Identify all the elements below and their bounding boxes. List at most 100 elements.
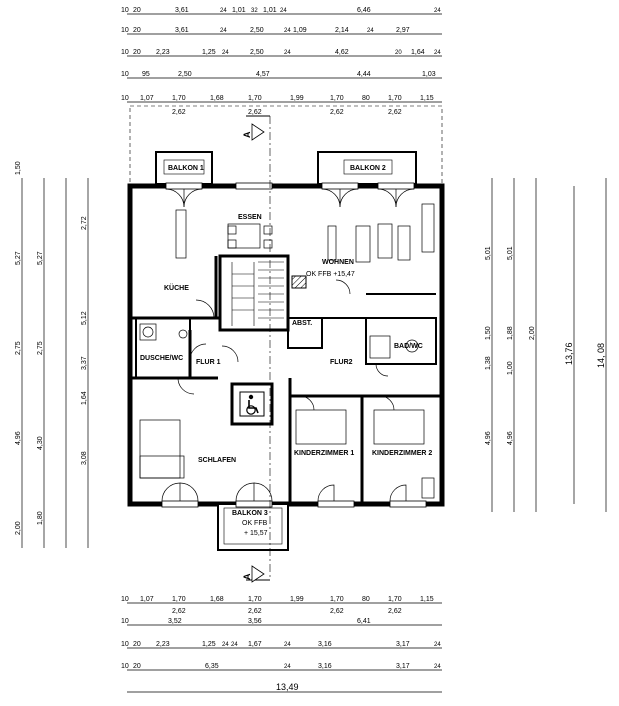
dim-label: 1,70 [172, 596, 186, 603]
right-dim-labels: 5,01 1,50 1,38 4,96 5,01 1,88 2,00 1,00 … [485, 246, 536, 445]
dim-label: 2,50 [178, 71, 192, 78]
dim-label: 2,62 [330, 109, 344, 116]
dim-label: 1,70 [330, 95, 344, 102]
bottom-dim-row-2: 10 3,52 3,56 6,41 [121, 618, 371, 625]
dim-label: 1,25 [202, 49, 216, 56]
dim-label: 1,38 [485, 356, 492, 370]
dim-label: 10 [121, 49, 129, 56]
dim-label: 1,50 [485, 326, 492, 340]
total-depth-outer-label: 14, 08 [596, 343, 606, 368]
dim-label: 10 [121, 641, 129, 648]
dim-label: 10 [121, 7, 129, 14]
room-label-essen: ESSEN [238, 214, 262, 221]
dim-label: 3,17 [396, 641, 410, 648]
dim-label: 20 [133, 7, 141, 14]
room-label-kueche: KÜCHE [164, 283, 189, 292]
dim-label: 1,99 [290, 596, 304, 603]
dim-label: 3,61 [175, 7, 189, 14]
dim-label: 4,57 [256, 71, 270, 78]
room-label-dusche-wc: DUSCHE/WC [140, 355, 183, 362]
dim-label: 3,52 [168, 618, 182, 625]
dim-label: 20 [133, 27, 141, 34]
dim-label: 6,35 [205, 663, 219, 670]
room-label-flur-2: FLUR2 [330, 359, 353, 366]
room-label-abst: ABST. [292, 320, 312, 327]
dim-label: 1,09 [293, 27, 307, 34]
balcony-2: BALKON 2 [317, 151, 417, 185]
room-label-kinderzimmer-1: KINDERZIMMER 1 [294, 450, 354, 457]
dim-label: 20 [133, 641, 141, 648]
dim-label: 2,14 [335, 27, 349, 34]
dim-label: 2,00 [529, 326, 536, 340]
dim-label: 6,46 [357, 7, 371, 14]
dim-label: 24 [434, 50, 441, 56]
room-label-balkon-1: BALKON 1 [168, 165, 204, 172]
level-label: OK FFB [242, 520, 268, 527]
dim-label: 10 [121, 95, 129, 102]
dim-label: 1,50 [15, 161, 22, 175]
room-label-kinderzimmer-2: KINDERZIMMER 2 [372, 450, 432, 457]
left-dimension-chains [21, 178, 89, 548]
dim-label: 2,23 [156, 641, 170, 648]
level-value: + 15,57 [244, 530, 268, 537]
right-dimension-chains [491, 178, 607, 512]
dim-label: 5,01 [507, 246, 514, 260]
dim-label: 10 [121, 596, 129, 603]
dim-label: 80 [362, 596, 370, 603]
top-dim-row-5: 10 1,07 1,70 1,68 1,70 1,99 1,70 80 1,70… [121, 95, 434, 116]
overall-width-label: 13,49 [276, 682, 299, 692]
top-dim-row-3: 10 20 2,23 1,25 24 2,50 24 4,62 20 1,64 … [121, 49, 441, 56]
dim-label: 1,64 [81, 391, 88, 405]
dim-label: 1,70 [388, 596, 402, 603]
dim-label: 1,07 [140, 596, 154, 603]
balcony-3: BALKON 3 OK FFB + 15,57 [217, 503, 289, 551]
dim-label: 10 [121, 663, 129, 670]
dim-label: 24 [284, 664, 291, 670]
dim-label: 10 [121, 618, 129, 625]
dim-label: 4,62 [335, 49, 349, 56]
dim-label: 80 [362, 95, 370, 102]
top-dim-row-2: 10 20 3,61 24 2,50 24 1,09 2,14 24 2,97 [121, 27, 410, 34]
dim-label: 5,01 [485, 246, 492, 260]
dim-label: 24 [434, 642, 441, 648]
section-marker-top: A [242, 131, 252, 138]
dim-label: 2,62 [388, 608, 402, 615]
dim-label: 2,50 [250, 27, 264, 34]
dim-label: 1,07 [140, 95, 154, 102]
dim-label: 1,68 [210, 596, 224, 603]
dim-label: 3,16 [318, 663, 332, 670]
dim-label: 2,62 [248, 109, 262, 116]
bottom-dim-row-1: 10 1,07 1,70 1,68 1,70 1,99 1,70 80 1,70… [121, 596, 434, 615]
dim-label: 1,15 [420, 95, 434, 102]
dim-label: 1,70 [172, 95, 186, 102]
dim-label: 1,70 [388, 95, 402, 102]
dim-label: 1,70 [330, 596, 344, 603]
dim-label: 24 [220, 8, 227, 14]
dim-label: 95 [142, 71, 150, 78]
section-line-a [246, 115, 271, 583]
dim-label: 1,00 [507, 361, 514, 375]
dim-label: 3,61 [175, 27, 189, 34]
total-depth-inner-label: 13,76 [564, 342, 574, 365]
dim-label: 2,72 [81, 216, 88, 230]
room-label-balkon-3: BALKON 3 [232, 510, 268, 517]
dim-label: 4,96 [507, 431, 514, 445]
dim-label: 24 [434, 664, 441, 670]
dim-label: 2,62 [330, 608, 344, 615]
dim-label: 1,70 [248, 596, 262, 603]
furniture [139, 203, 435, 499]
top-dim-row-1: 10 20 3,61 24 1,01 32 1,01 24 6,46 24 [121, 7, 441, 14]
room-label-schlafen: SCHLAFEN [198, 457, 236, 464]
dim-label: 2,50 [250, 49, 264, 56]
dim-label: 2,23 [156, 49, 170, 56]
dim-label: 1,03 [422, 71, 436, 78]
dim-label: 1,25 [202, 641, 216, 648]
dim-label: 1,80 [37, 511, 44, 525]
dim-label: 3,37 [81, 356, 88, 370]
balcony-1: BALKON 1 [155, 151, 213, 185]
dim-label: 24 [222, 642, 229, 648]
interior-walls [130, 254, 442, 504]
dim-label: 3,17 [396, 663, 410, 670]
dim-label: 1,15 [420, 596, 434, 603]
